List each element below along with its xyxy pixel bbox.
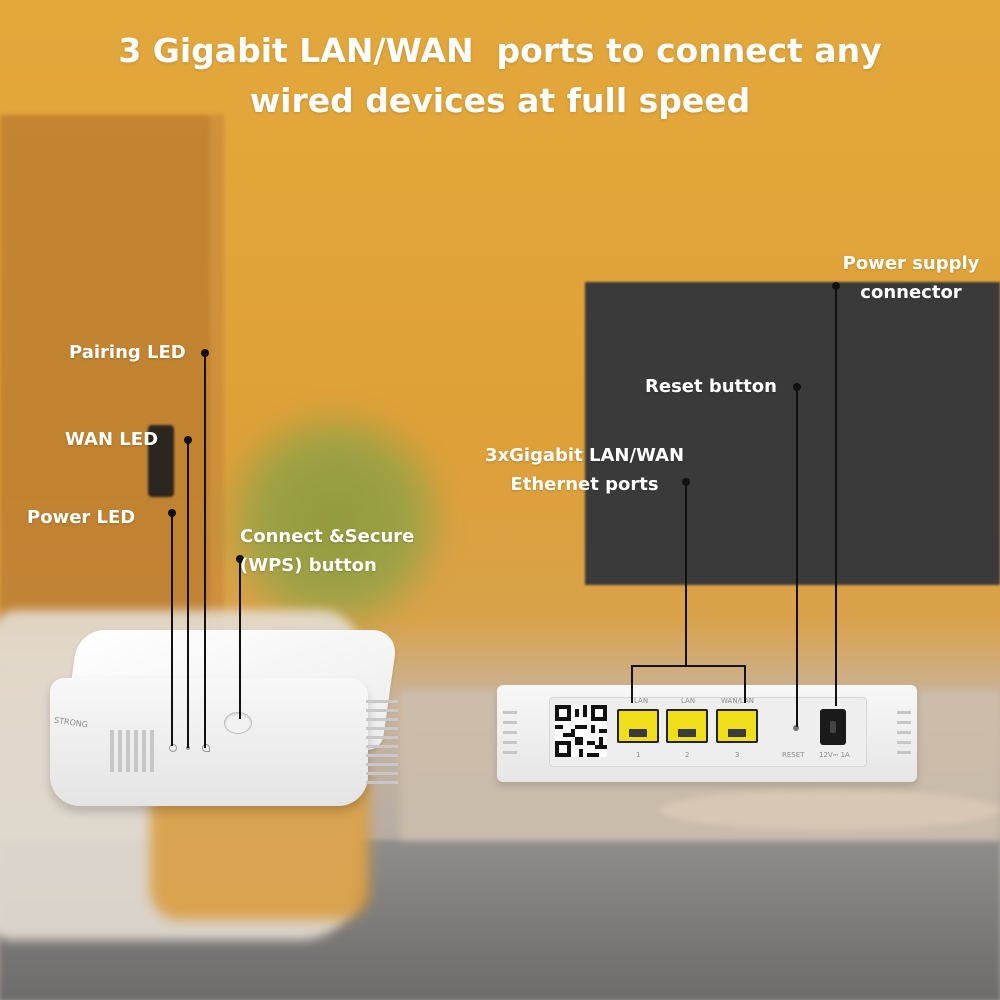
leader-power-connector [835,286,837,706]
power-connector-label: Power supply connector [842,253,980,303]
port-2-number: 2 [685,751,690,759]
mesh-unit-rear: LAN LAN WAN/LAN 1 2 3 RESET 12V⎓ 1A [497,685,917,782]
pairing-led-label: Pairing LED [69,342,186,363]
power-jack-pin [830,721,836,733]
port-1-number: 1 [636,751,641,759]
leader-ethernet-ports [685,482,687,666]
leader-wps-button-dot [236,555,244,563]
television [585,282,1000,585]
leader-ethernet-bracket [631,665,746,703]
power-jack[interactable] [820,709,846,745]
leader-wan-led [187,440,189,748]
leader-reset-button-dot [793,383,801,391]
plant [215,405,455,635]
mesh-unit-front: STRONG [48,630,400,815]
power-tag: 12V⎓ 1A [819,751,850,759]
wps-button-label: Connect &Secure (WPS) button [240,526,415,576]
port-1-tag: LAN [634,697,649,705]
reset-button-label: Reset button [645,376,777,397]
leader-pairing-led [204,353,206,748]
ethernet-port-3[interactable] [716,709,758,743]
port-3-tag: WAN/LAN [721,697,755,705]
ethernet-port-2[interactable] [666,709,708,743]
vent-grille [110,730,158,772]
headline: 3 Gigabit LAN/WAN ports to connect any w… [118,31,882,120]
power-led-label: Power LED [27,507,136,528]
leader-pairing-led-dot [201,349,209,357]
pairing-led-icon [202,744,210,752]
wan-led-icon [186,746,190,750]
leader-wan-led-dot [184,436,192,444]
side-vents [366,700,398,790]
port-2-tag: LAN [681,697,696,705]
reset-tag: RESET [782,751,805,759]
rear-side-vents-left [503,711,517,761]
ethernet-port-1[interactable] [617,709,659,743]
leader-wps-button [239,559,241,719]
leader-reset-button [796,387,798,727]
wan-led-label: WAN LED [65,429,159,450]
qr-code-icon [555,705,607,757]
ethernet-ports-label: 3xGigabit LAN/WAN Ethernet ports [484,445,685,495]
leader-power-led [171,513,173,746]
leader-power-connector-dot [832,282,840,290]
leader-power-led-dot [168,509,176,517]
door-frame [0,115,224,635]
wps-button[interactable] [224,712,252,734]
port-3-number: 3 [735,751,740,759]
door-handle [148,425,174,497]
rear-side-vents-right [897,711,911,761]
coffee-table [660,790,1000,830]
power-led-icon [169,744,177,752]
reset-button[interactable] [793,725,799,731]
leader-ethernet-ports-dot [682,478,690,486]
device-front-face [50,678,368,806]
